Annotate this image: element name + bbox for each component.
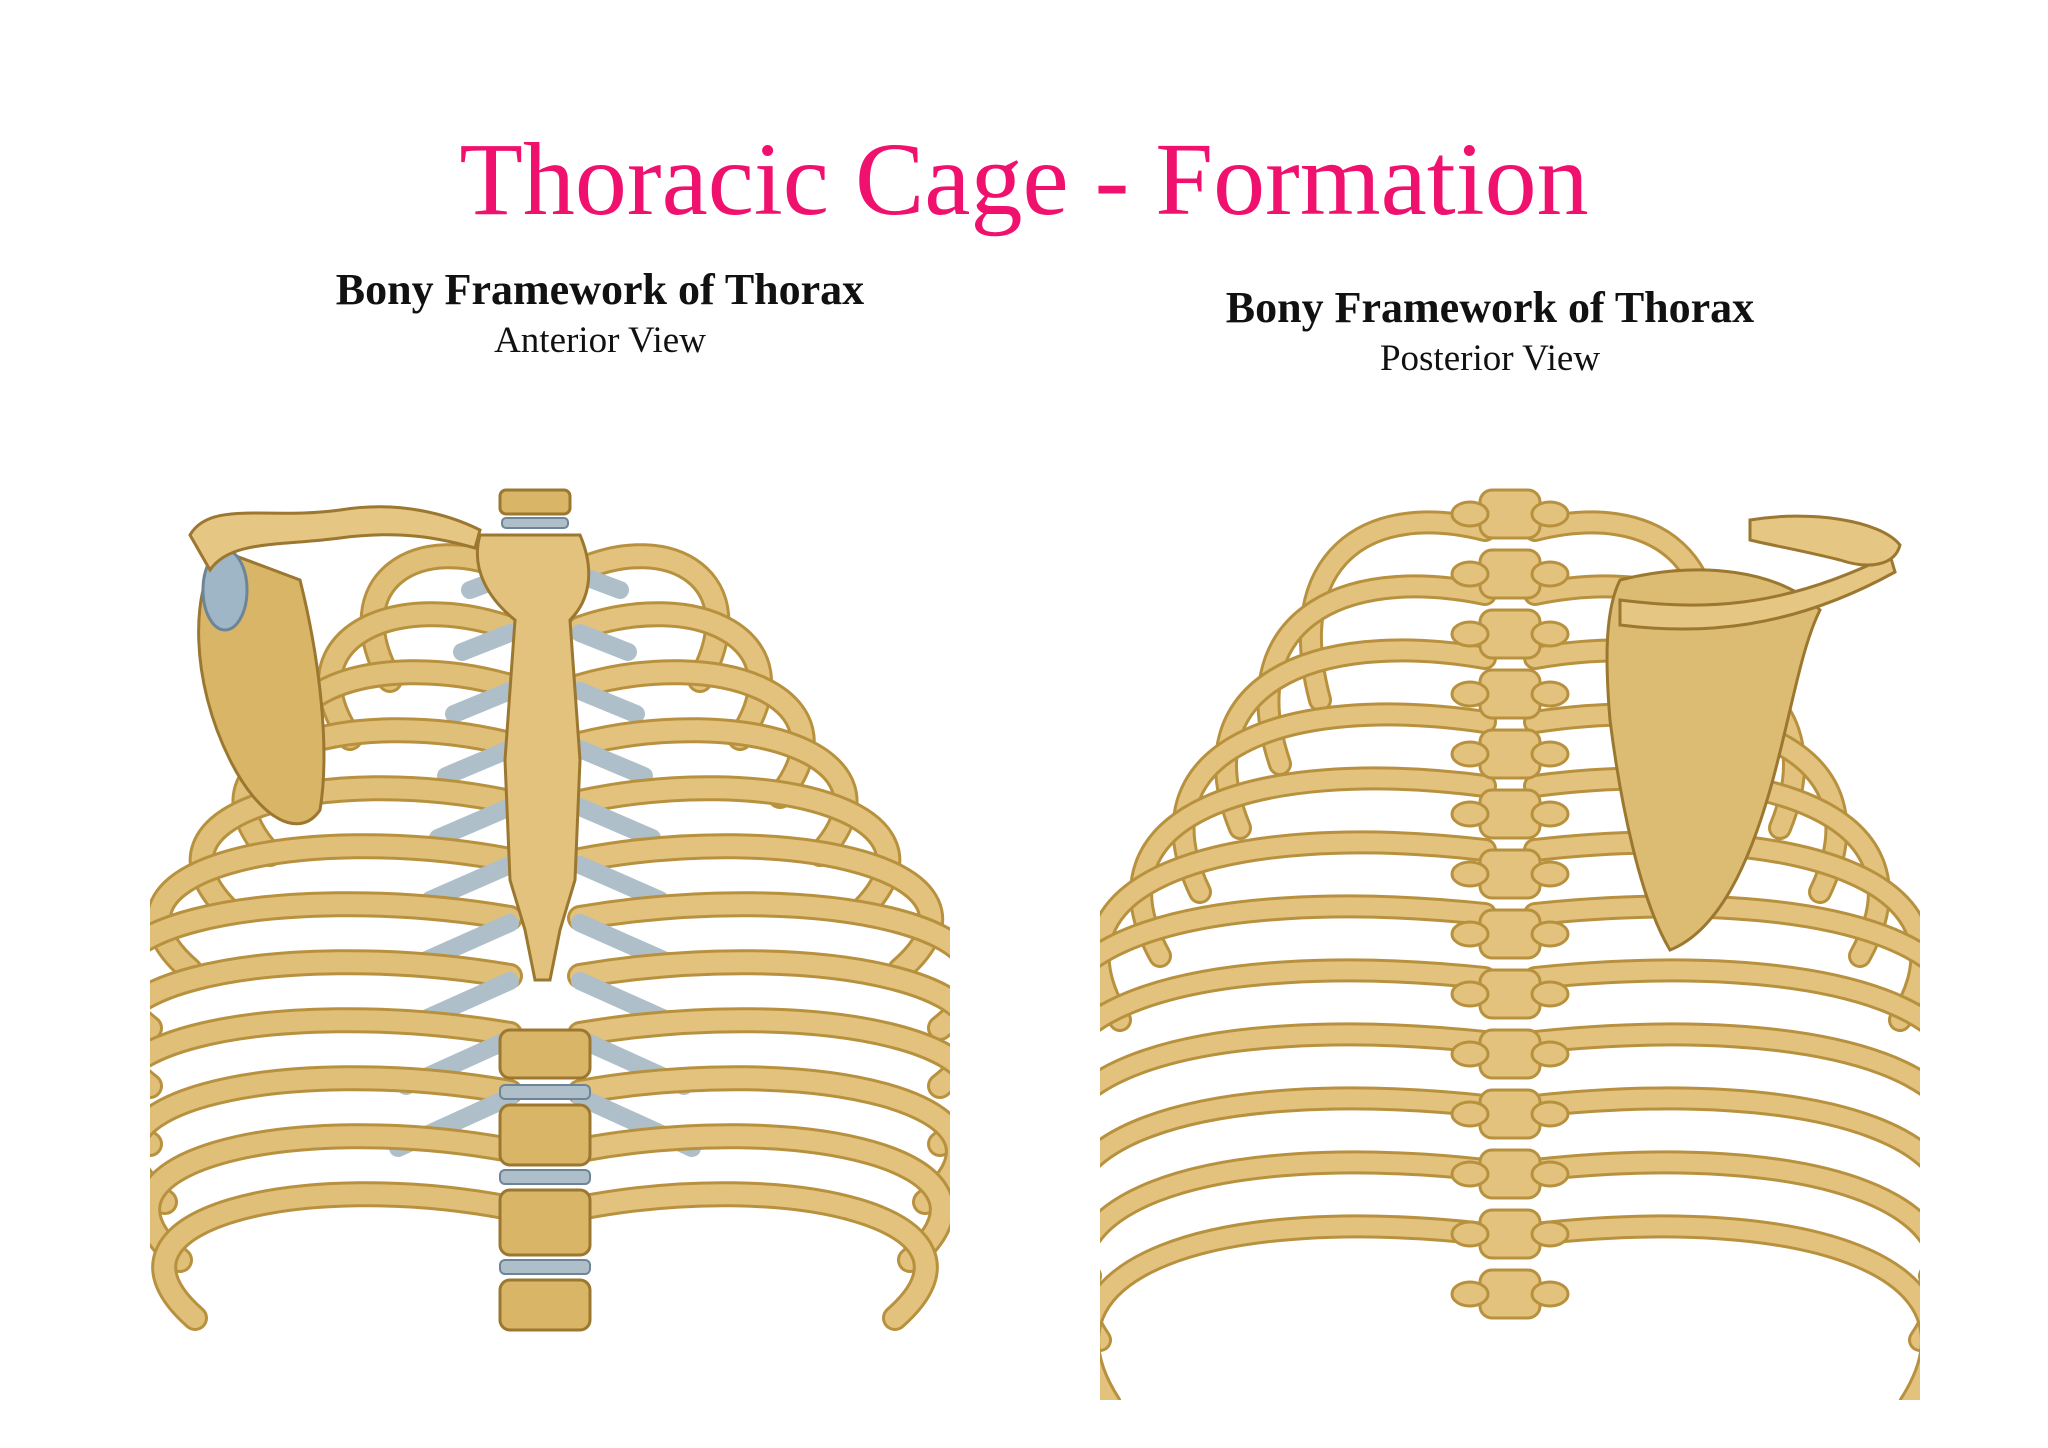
sternum [475,533,591,982]
thoracic-cage-anterior-illustration [150,460,950,1340]
rib-right [570,546,728,690]
rib-right [1526,1153,1920,1349]
costal-cartilage-right [571,624,637,661]
scapular-spine [1618,552,1897,631]
clavicle-left [188,505,482,573]
caption-anterior: Bony Framework of Thorax Anterior View [260,264,940,365]
costal-cartilage-right [571,682,645,723]
acromion [1748,514,1902,567]
vertebral-column-posterior [1450,488,1570,1320]
posterior-ribs-left [1100,510,1497,1400]
caption-anterior-heading: Bony Framework of Thorax [335,265,865,314]
rib-left [150,1068,520,1212]
rib-left [150,1010,520,1154]
rib-right [570,1184,936,1328]
transverse-process-right [1530,620,1570,648]
transverse-process-left [1450,860,1490,888]
rib-left [1100,833,1494,1029]
posterior-illustration-svg [1100,488,1920,1400]
caption-posterior-heading: Bony Framework of Thorax [1225,283,1755,332]
transverse-process-right [1530,800,1570,828]
transverse-process-right [1530,560,1570,588]
rib-left [1100,897,1494,965]
thoracic-cage-posterior-illustration [1100,460,1920,1400]
transverse-process-right [1530,1040,1570,1068]
rib-right [570,1068,950,1212]
transverse-process-right [1530,1280,1570,1308]
rib-left [1100,961,1494,1029]
rib-right [1526,1089,1920,1165]
costal-cartilage-right [571,798,661,847]
rib-left [1100,1025,1494,1093]
costal-cartilage-left [429,798,519,847]
transverse-process-right [1530,980,1570,1008]
transverse-process-left [1450,620,1490,648]
caption-posterior: Bony Framework of Thorax Posterior View [1150,282,1830,383]
rib-right [570,1010,950,1154]
transverse-process-left [1450,1280,1490,1308]
rib-left [1217,641,1494,837]
rib-left [150,894,520,1038]
rib-left [1302,513,1494,709]
transverse-process-right [1530,740,1570,768]
caption-posterior-subheading: Posterior View [1379,337,1601,379]
transverse-process-left [1450,680,1490,708]
transverse-process-left [1450,1100,1490,1128]
caption-anterior-subheading: Anterior View [494,319,706,361]
costal-cartilage-left [453,624,519,661]
transverse-process-left [1450,800,1490,828]
anterior-ribs-right [567,543,950,1331]
rib-left [1174,705,1494,901]
transverse-process-right [1530,860,1570,888]
transverse-process-right [1530,1160,1570,1188]
rib-right [1526,1025,1920,1093]
transverse-process-left [1450,920,1490,948]
costal-cartilage-right [571,856,669,909]
rib-right [1526,961,1920,1029]
transverse-process-right [1530,920,1570,948]
transverse-process-right [1530,1100,1570,1128]
transverse-process-left [1450,1040,1490,1068]
rib-right [1526,1217,1920,1400]
vertebral-column [498,488,592,1332]
costal-cartilage-left [445,682,519,723]
transverse-process-right [1530,500,1570,528]
rib-right [570,952,950,1096]
rib-left [1132,769,1494,965]
rib-left [1100,1089,1494,1165]
transverse-process-right [1530,680,1570,708]
rib-left [362,546,520,690]
transverse-process-left [1450,500,1490,528]
transverse-process-left [1450,1160,1490,1188]
transverse-process-left [1450,740,1490,768]
rib-right [570,1126,950,1270]
rib-left [1259,577,1494,773]
rib-left [150,952,520,1096]
anterior-illustration-svg [150,488,950,1332]
costal-cartilage-right [571,740,653,785]
costal-cartilage-left [437,740,519,785]
page-title: Thoracic Cage - Formation [459,122,1589,237]
costal-cartilage-left [421,856,519,909]
transverse-process-left [1450,560,1490,588]
transverse-process-left [1450,980,1490,1008]
rib-left [150,1126,520,1270]
rib-left [1100,1153,1494,1349]
transverse-process-right [1530,1220,1570,1248]
rib-left [154,1184,520,1328]
rib-right [570,894,950,1038]
transverse-process-left [1450,1220,1490,1248]
rib-left [1100,1217,1494,1400]
